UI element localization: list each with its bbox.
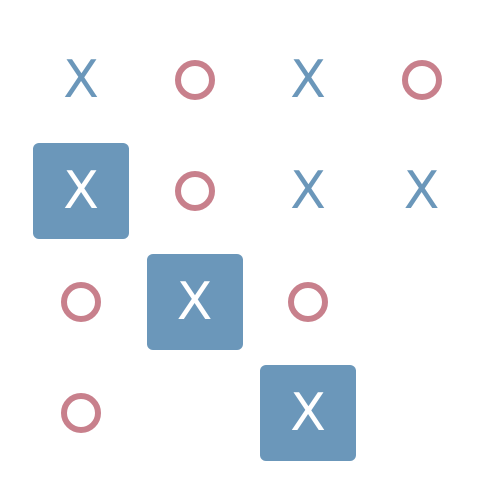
board-cell-r1-c2[interactable] xyxy=(147,32,243,128)
board-cell-r4-c2[interactable] xyxy=(147,365,243,461)
board-cell-r4-c3[interactable]: X xyxy=(260,365,356,461)
board-cell-r1-c3[interactable]: X xyxy=(260,32,356,128)
x-mark: X xyxy=(290,50,326,110)
o-mark xyxy=(288,282,328,322)
o-mark xyxy=(401,60,442,100)
board-cell-r4-c4[interactable] xyxy=(374,365,470,461)
x-mark: X xyxy=(63,50,99,110)
x-mark: X xyxy=(403,161,440,221)
o-mark xyxy=(174,171,215,211)
o-mark xyxy=(174,60,215,100)
x-mark: X xyxy=(290,161,326,221)
o-mark xyxy=(61,282,101,322)
board-cell-r3-c4[interactable] xyxy=(374,254,470,350)
board-cell-r3-c1[interactable] xyxy=(33,254,129,350)
board-cell-r3-c3[interactable] xyxy=(260,254,356,350)
board-cell-r3-c2[interactable]: X xyxy=(146,254,243,350)
board-cell-r2-c2[interactable] xyxy=(147,143,243,239)
board-cell-r2-c3[interactable]: X xyxy=(260,143,356,239)
board-cell-r1-c4[interactable] xyxy=(374,32,470,128)
x-mark: X xyxy=(176,272,213,332)
x-mark: X xyxy=(290,383,326,443)
board-cell-r2-c4[interactable]: X xyxy=(374,143,470,239)
o-mark xyxy=(61,393,101,433)
board-cell-r2-c1[interactable]: X xyxy=(33,143,129,239)
board-cell-r4-c1[interactable] xyxy=(33,365,129,461)
x-mark: X xyxy=(63,161,99,221)
board-cell-r1-c1[interactable]: X xyxy=(33,32,129,128)
